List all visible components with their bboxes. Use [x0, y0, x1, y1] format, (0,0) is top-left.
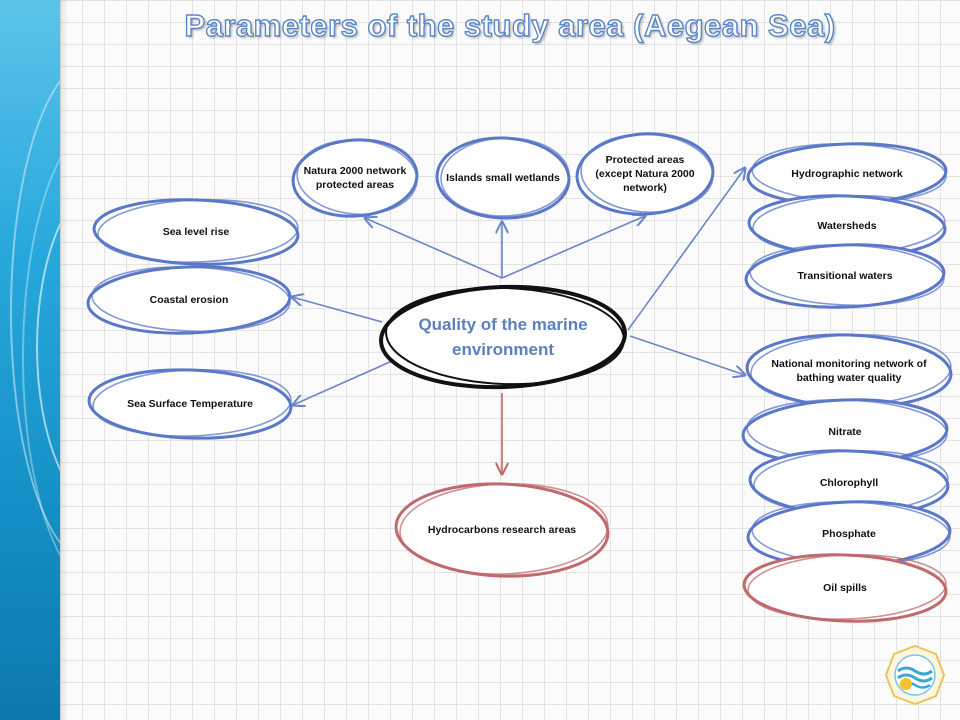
- node-outline-sketch: [749, 244, 945, 307]
- node-sst: Sea Surface Temperature: [87, 368, 293, 440]
- nodes-layer: Natura 2000 network protected areas Island…: [86, 132, 953, 623]
- node-bathing-label: National monitoring network of: [771, 358, 927, 370]
- connector-arrow: [365, 218, 503, 279]
- central-node-outline: [379, 284, 627, 390]
- node-bathing-label: bathing water quality: [796, 372, 901, 384]
- node-phosphate-label: Phosphate: [822, 528, 876, 540]
- connector-arrow: [629, 335, 745, 375]
- slide-title: Parameters of the study area (Aegean Sea…: [184, 7, 836, 43]
- node-outline-sketch: [747, 553, 947, 620]
- node-outline-sketch: [440, 137, 570, 217]
- node-outline-sketch: [91, 266, 291, 333]
- side-decoration-band: [0, 0, 60, 720]
- node-nitrate-label: Nitrate: [828, 426, 861, 438]
- connector-arrows: [292, 168, 745, 474]
- node-chlorophyll-label: Chlorophyll: [820, 477, 878, 489]
- node-hydrocarbons-label: Hydrocarbons research areas: [428, 524, 576, 536]
- central-node-label: environment: [452, 340, 554, 359]
- node-watersheds-label: Watersheds: [817, 220, 876, 232]
- node-sea-level-label: Sea level rise: [163, 226, 230, 238]
- node-protected-label: Protected areas: [606, 154, 685, 166]
- node-protected-label: (except Natura 2000: [595, 168, 694, 180]
- connector-arrow: [292, 297, 383, 323]
- connector-arrow: [627, 168, 745, 331]
- node-outline-sketch: [296, 139, 418, 216]
- node-oil: Oil spills: [742, 553, 948, 623]
- node-outline-sketch: [580, 133, 714, 214]
- node-sea-level: Sea level rise: [92, 198, 300, 266]
- central-node-outline-sketch: [385, 286, 625, 386]
- node-protected: Protected areas (except Natura 2000 networ…: [575, 132, 715, 216]
- connector-arrow: [501, 216, 645, 279]
- central-node-label: Quality of the marine: [418, 315, 587, 334]
- node-outline-sketch: [399, 483, 609, 575]
- node-hydrographic-label: Hydrographic network: [791, 168, 903, 180]
- connector-arrow: [293, 360, 393, 405]
- node-sst-label: Sea Surface Temperature: [127, 398, 253, 410]
- node-outline-sketch: [97, 198, 299, 263]
- node-islands: Islands small wetlands: [435, 136, 571, 220]
- node-protected-label: network): [623, 182, 667, 194]
- node-oil-label: Oil spills: [823, 582, 867, 594]
- node-transitional-label: Transitional waters: [797, 270, 892, 282]
- sun-sea-emblem-icon: [884, 644, 946, 706]
- central-node-quality-marine-environment: Quality of the marine environment: [379, 284, 627, 390]
- node-islands-label: Islands small wetlands: [446, 172, 560, 184]
- node-natura-label: Natura 2000 network: [304, 165, 407, 177]
- node-hydrocarbons: Hydrocarbons research areas: [394, 482, 610, 578]
- node-transitional: Transitional waters: [744, 243, 946, 309]
- node-coastal-label: Coastal erosion: [150, 294, 229, 306]
- node-natura: Natura 2000 network protected areas: [291, 138, 419, 218]
- node-coastal: Coastal erosion: [86, 265, 292, 335]
- band-shadow: [60, 0, 68, 720]
- node-natura-label: protected areas: [316, 179, 394, 191]
- node-outline-sketch: [92, 368, 292, 437]
